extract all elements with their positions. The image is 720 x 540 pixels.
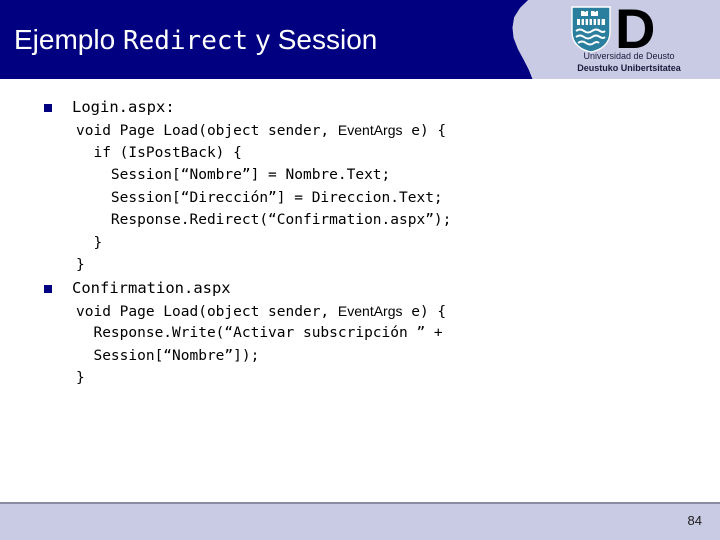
header-divider bbox=[0, 79, 720, 81]
code-line: Response.Redirect(“Confirmation.aspx”); bbox=[76, 212, 452, 228]
deusto-shield-icon bbox=[571, 6, 611, 53]
code-line: Session[“Dirección”] = Direccion.Text; bbox=[76, 189, 443, 206]
code-line: } bbox=[76, 234, 103, 251]
slide-footer: 84 bbox=[0, 502, 720, 540]
content-block: Login.aspx: void Page Load(object sender… bbox=[0, 96, 720, 277]
code-segment: e) { bbox=[402, 123, 447, 139]
code-line: if (IsPostBack) { bbox=[76, 144, 242, 161]
logo-line-basque: Deustuko Unibertsitatea bbox=[577, 62, 681, 73]
title-part-2: Redirect bbox=[122, 26, 249, 56]
code-line: } bbox=[76, 257, 85, 273]
header-navy-panel bbox=[0, 0, 533, 79]
code-line: } bbox=[76, 370, 85, 386]
logo-line-spanish: Universidad de Deusto bbox=[583, 51, 675, 61]
code-line: Response.Write(“Activar subscripción ” + bbox=[76, 325, 443, 341]
page-number: 84 bbox=[687, 513, 702, 528]
logo-wordmark: Universidad de Deusto Deustuko Unibertsi… bbox=[545, 51, 713, 74]
bullet-row: Confirmation.aspx bbox=[0, 277, 720, 300]
bullet-label: Confirmation.aspx bbox=[72, 278, 231, 297]
bullet-row: Login.aspx: bbox=[0, 96, 720, 119]
bullet-square-icon bbox=[44, 284, 52, 293]
code-segment-eventargs: EventArgs bbox=[337, 302, 403, 319]
code-line: void Page Load(object sender, EventArgs … bbox=[0, 300, 720, 323]
university-logo: D Universidad de Deusto Deustuko Unibert… bbox=[545, 1, 713, 77]
code-line: void Page Load(object sender, EventArgs … bbox=[0, 119, 720, 142]
code-line: Session[“Nombre”] = Nombre.Text; bbox=[76, 167, 391, 183]
bullet-square-icon bbox=[44, 104, 52, 112]
slide-body: Login.aspx: void Page Load(object sender… bbox=[0, 96, 720, 476]
logo-letter-d: D bbox=[615, 0, 656, 60]
bullet-label: Login.aspx: bbox=[72, 98, 175, 116]
code-line: Session[“Nombre”]); bbox=[76, 347, 260, 364]
title-part-3: y Session bbox=[248, 24, 378, 55]
code-segment-eventargs: EventArgs bbox=[337, 122, 403, 138]
code-segment: void Page Load(object sender, bbox=[76, 123, 338, 139]
title-part-1: Ejemplo bbox=[14, 24, 123, 55]
content-block: Confirmation.aspx void Page Load(object … bbox=[0, 277, 720, 390]
logo-mark: D bbox=[555, 1, 693, 57]
code-segment: void Page Load(object sender, bbox=[76, 303, 338, 320]
page-title: Ejemplo Redirect y Session bbox=[14, 21, 514, 63]
code-segment: e) { bbox=[402, 303, 447, 320]
